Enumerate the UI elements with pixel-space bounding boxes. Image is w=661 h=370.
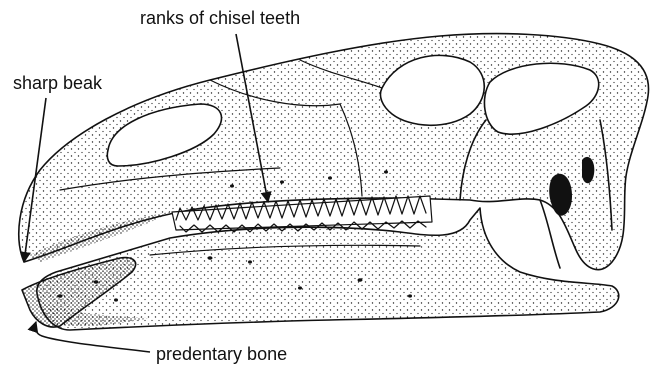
label-chisel-teeth: ranks of chisel teeth: [140, 9, 300, 27]
label-predentary-bone: predentary bone: [156, 345, 287, 363]
label-sharp-beak: sharp beak: [13, 74, 102, 92]
